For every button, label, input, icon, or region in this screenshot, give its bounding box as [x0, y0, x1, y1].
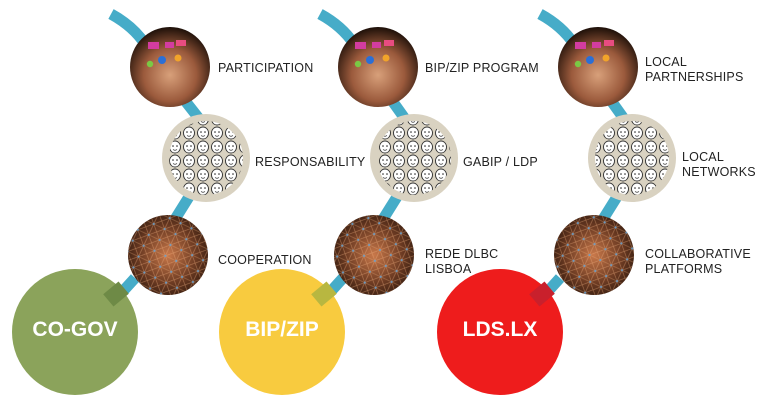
label-local-partnerships: LOCAL PARTNERSHIPS [645, 55, 744, 84]
mesh-image [554, 215, 634, 295]
hub-join-square [529, 281, 555, 307]
crowd-image [162, 114, 250, 202]
hands-image [558, 27, 638, 107]
hub-ldslx-circle [437, 269, 563, 395]
label-responsability: RESPONSABILITY [255, 155, 366, 169]
hands-image [130, 27, 210, 107]
mesh-image [128, 215, 208, 295]
label-collaborative-platforms: COLLABORATIVE PLATFORMS [645, 247, 751, 276]
label-cooperation: COOPERATION [218, 253, 312, 267]
label-participation: PARTICIPATION [218, 61, 314, 75]
label-bipzip-program: BIP/ZIP PROGRAM [425, 61, 539, 75]
hub-bipzip-circle [219, 269, 345, 395]
label-local-networks: LOCAL NETWORKS [682, 150, 756, 179]
hands-image [338, 27, 418, 107]
hub-label-ldslx: LDS.LX [462, 318, 538, 341]
hub-cogov-circle [12, 269, 138, 395]
arc-top [108, 9, 150, 48]
label-rede-dlbc-lisboa: REDE DLBC LISBOA [425, 247, 499, 276]
crowd-image [370, 114, 458, 202]
arc-top [537, 9, 579, 48]
hub-label-cogov: CO-GOV [32, 318, 118, 341]
mesh-image [334, 215, 414, 295]
hub-join-square [103, 281, 129, 307]
hub-join-square [311, 281, 337, 307]
label-gabip-ldp: GABIP / LDP [463, 155, 538, 169]
column-cogov [12, 9, 250, 395]
hub-label-bipzip: BIP/ZIP [245, 318, 319, 341]
crowd-image [588, 114, 676, 202]
arc-top [317, 9, 359, 48]
column-bipzip [219, 9, 458, 395]
column-ldslx [437, 9, 676, 395]
